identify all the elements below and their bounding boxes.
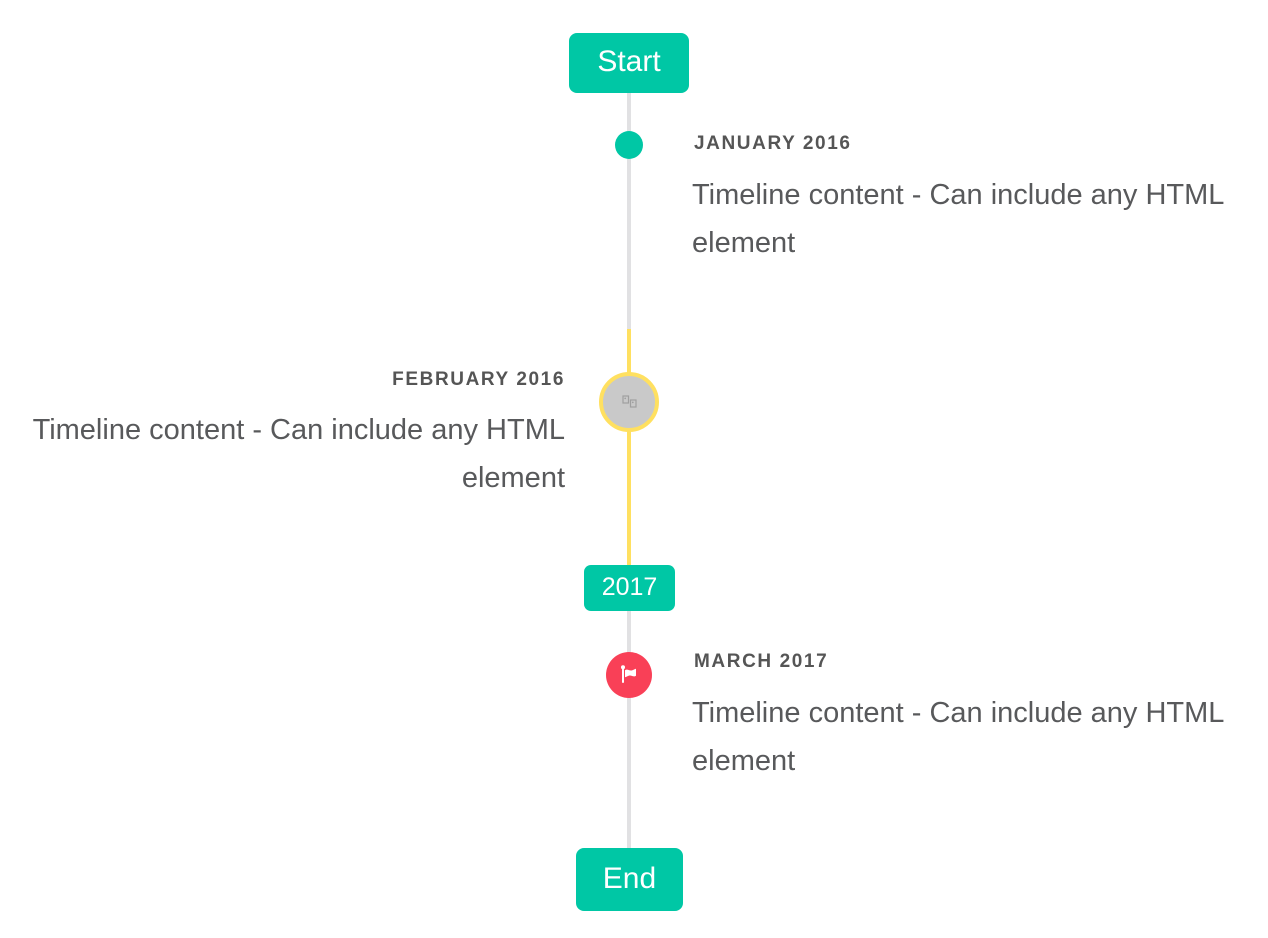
timeline-marker-image-circle bbox=[599, 372, 659, 432]
broken-image-icon bbox=[621, 395, 637, 409]
date-label-march-2017: MARCH 2017 bbox=[694, 651, 829, 672]
timeline-item-content: Timeline content - Can include any HTML … bbox=[30, 407, 565, 502]
timeline-line-highlight-segment bbox=[627, 329, 631, 565]
timeline-end-badge: End bbox=[576, 848, 683, 911]
timeline-period-badge-2017: 2017 bbox=[584, 565, 675, 611]
timeline-content-text: Timeline content - Can include any HTML … bbox=[32, 414, 565, 494]
flag-icon bbox=[617, 663, 641, 687]
timeline-item-date: MARCH 2017 bbox=[694, 650, 1229, 674]
timeline-item-content: Timeline content - Can include any HTML … bbox=[692, 690, 1227, 785]
timeline-marker-dot bbox=[615, 131, 643, 159]
timeline-content-text: Timeline content - Can include any HTML … bbox=[692, 179, 1224, 259]
timeline-item-date: FEBRUARY 2016 bbox=[30, 368, 565, 392]
timeline-start-badge: Start bbox=[569, 33, 689, 93]
timeline-item-date: JANUARY 2016 bbox=[694, 132, 1229, 156]
date-label-january-2016: JANUARY 2016 bbox=[694, 133, 852, 154]
date-label-february-2016: FEBRUARY 2016 bbox=[392, 369, 565, 390]
timeline-marker-flag-circle bbox=[606, 652, 652, 698]
timeline-item-content: Timeline content - Can include any HTML … bbox=[692, 172, 1227, 267]
timeline-content-text: Timeline content - Can include any HTML … bbox=[692, 697, 1224, 777]
